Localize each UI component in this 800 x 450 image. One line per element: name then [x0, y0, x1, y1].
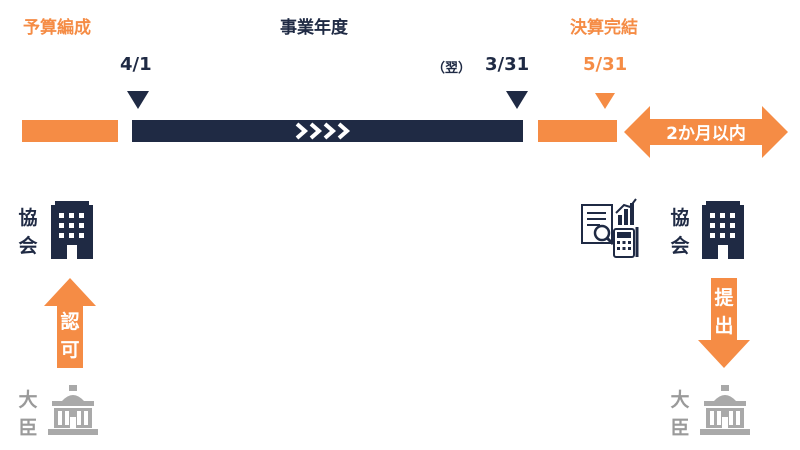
association-right-label: 協 会 — [670, 207, 690, 257]
start-date-marker — [127, 91, 149, 109]
double-chevron-right-icon — [295, 122, 351, 140]
settlement-date-marker — [595, 93, 615, 109]
government-building-icon — [48, 385, 98, 435]
fiscal-year-bar — [132, 120, 523, 142]
within-two-months-label: 2か月以内 — [666, 124, 746, 144]
submit-label: 提 出 — [714, 287, 734, 337]
approval-arrow — [44, 278, 96, 368]
start-date-label: 4/1 — [120, 54, 152, 75]
phase-settlement-label: 決算完結 — [570, 18, 638, 38]
phase-fiscal-year-label: 事業年度 — [280, 18, 348, 38]
approval-label: 認 可 — [60, 311, 80, 361]
budget-period-bar — [22, 120, 118, 142]
submit-arrow — [698, 278, 750, 368]
settlement-date-label: 5/31 — [583, 54, 628, 75]
association-left-label: 協 会 — [18, 207, 38, 257]
within-two-months-arrow — [624, 106, 788, 158]
end-date-label: 3/31 — [485, 54, 530, 75]
minister-left-label: 大 臣 — [18, 389, 38, 439]
phase-budget-label: 予算編成 — [23, 18, 91, 38]
settlement-period-bar — [538, 120, 617, 142]
minister-right-label: 大 臣 — [670, 389, 690, 439]
building-icon — [702, 201, 744, 259]
government-building-icon — [700, 385, 750, 435]
end-date-prefix: （翌） — [432, 61, 472, 76]
end-date-marker — [506, 91, 528, 109]
financial-report-icon — [581, 198, 639, 258]
building-icon — [51, 201, 93, 259]
